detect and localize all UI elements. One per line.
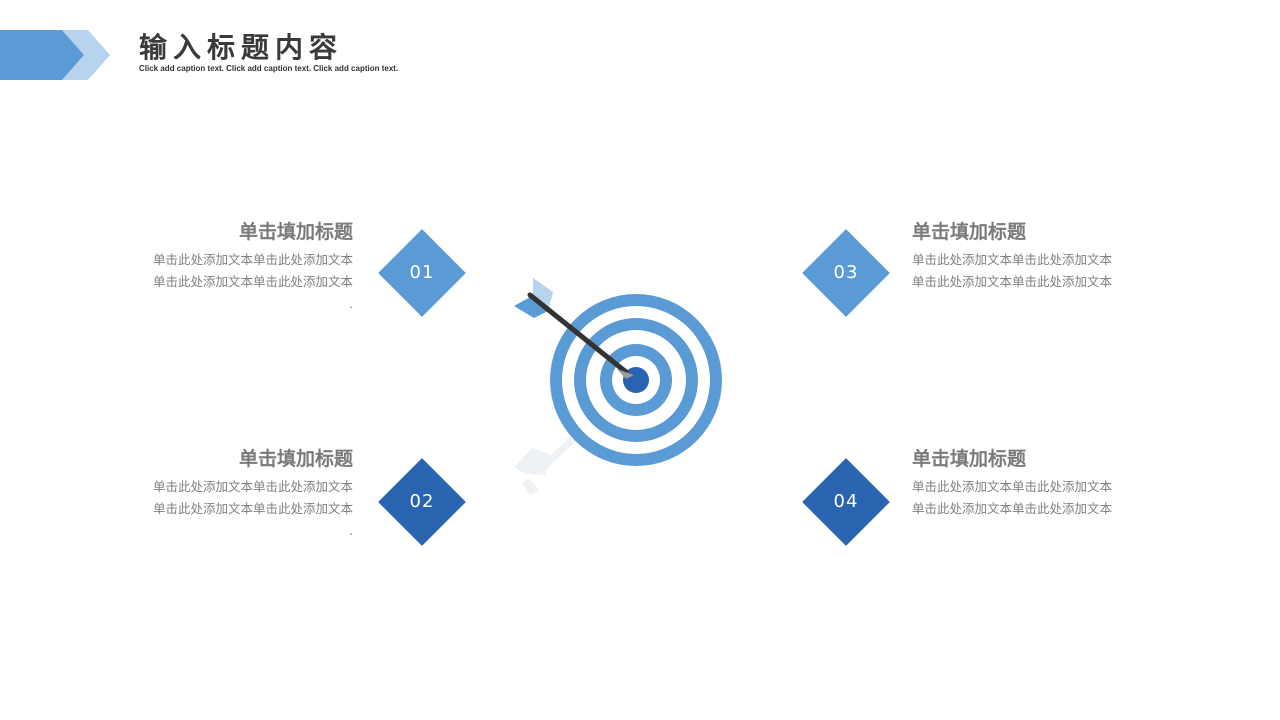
item-1-number: 01 xyxy=(409,262,435,283)
item-1-line-3: . xyxy=(349,296,353,311)
item-1-body: 单击此处添加文本单击此处添加文本 单击此处添加文本单击此处添加文本 . xyxy=(113,249,353,315)
item-2-number: 02 xyxy=(409,491,435,512)
item-4-number: 04 xyxy=(833,491,859,512)
arrow-fletching-icon xyxy=(514,278,553,318)
item-3-line-1: 单击此处添加文本单击此处添加文本 xyxy=(912,252,1113,267)
item-3-body: 单击此处添加文本单击此处添加文本 单击此处添加文本单击此处添加文本 xyxy=(912,249,1152,293)
item-2-title: 单击填加标题 xyxy=(238,448,353,470)
item-4-title: 单击填加标题 xyxy=(912,448,1027,470)
item-1-title: 单击填加标题 xyxy=(238,221,353,243)
target-with-arrow-icon xyxy=(514,278,722,495)
item-2-line-3: . xyxy=(349,523,353,538)
item-2-line-2: 单击此处添加文本单击此处添加文本 xyxy=(152,501,353,516)
item-2-body: 单击此处添加文本单击此处添加文本 单击此处添加文本单击此处添加文本 . xyxy=(113,476,353,542)
shadow-arrow-icon xyxy=(514,436,576,495)
item-2-line-1: 单击此处添加文本单击此处添加文本 xyxy=(152,479,353,494)
item-3-line-2: 单击此处添加文本单击此处添加文本 xyxy=(912,274,1113,289)
item-3-title: 单击填加标题 xyxy=(912,221,1027,243)
page-title: 输入标题内容 xyxy=(139,31,344,64)
item-4-line-1: 单击此处添加文本单击此处添加文本 xyxy=(912,479,1113,494)
arrow-shaft-icon xyxy=(527,292,629,375)
page-subtitle: Click add caption text. Click add captio… xyxy=(139,64,399,73)
item-4-body: 单击此处添加文本单击此处添加文本 单击此处添加文本单击此处添加文本 xyxy=(912,476,1152,520)
header-chevron-icon xyxy=(0,30,110,80)
target-rings-icon xyxy=(550,294,722,466)
item-3-number: 03 xyxy=(833,262,859,283)
item-1-line-1: 单击此处添加文本单击此处添加文本 xyxy=(152,252,353,267)
item-1-line-2: 单击此处添加文本单击此处添加文本 xyxy=(152,274,353,289)
arrow-tip-icon xyxy=(617,369,634,379)
item-4-line-2: 单击此处添加文本单击此处添加文本 xyxy=(912,501,1113,516)
